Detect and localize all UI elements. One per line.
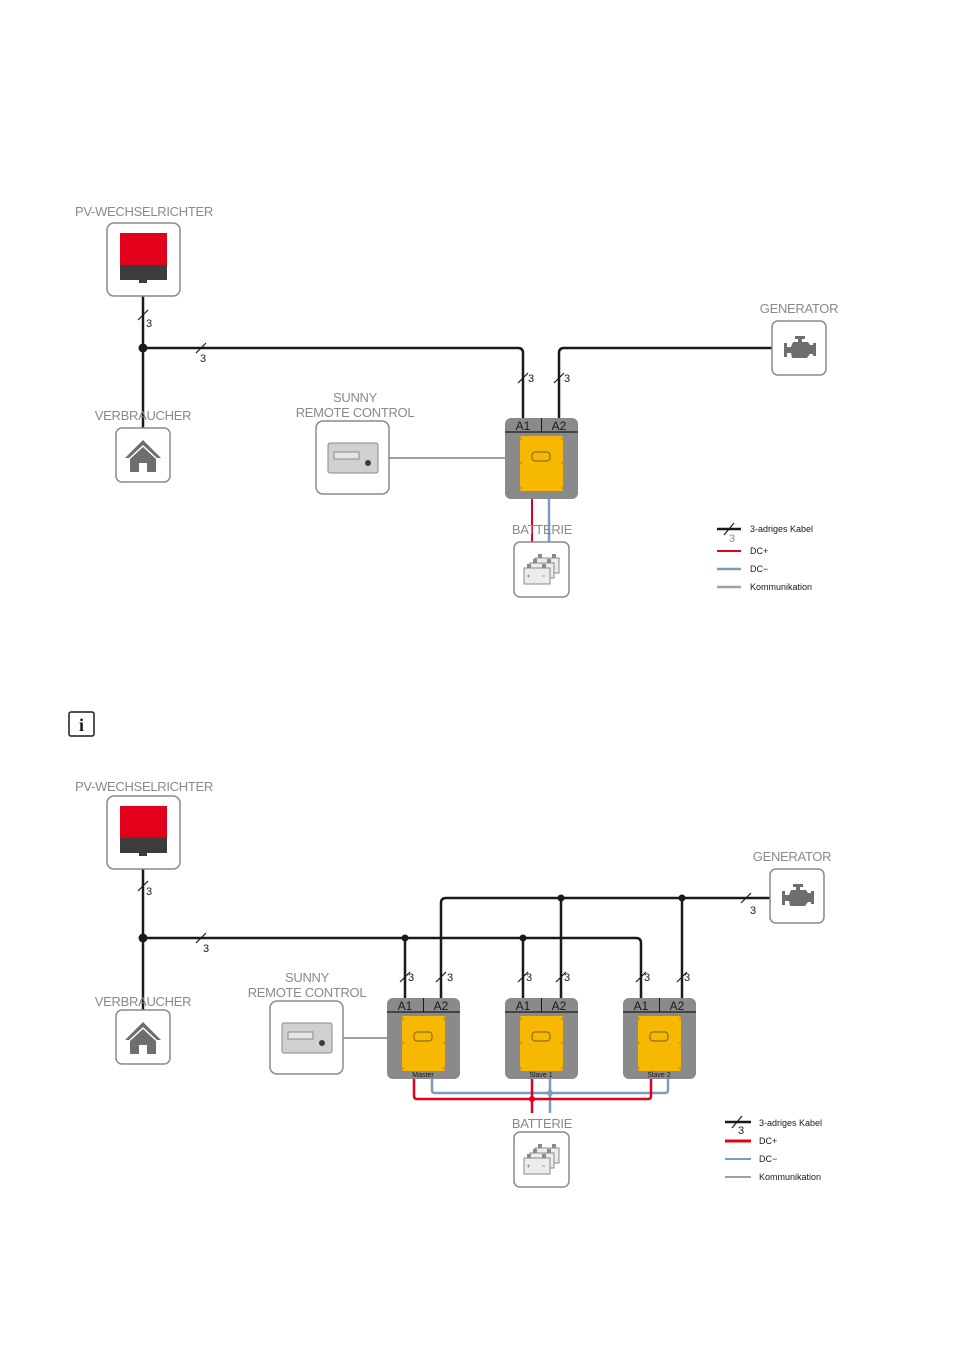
- unit-name: Master: [412, 1072, 434, 1079]
- diagram-single-system: 3 3 3 3 PV-WECHSELRICHTER VERBRAUCHER SU…: [75, 204, 839, 598]
- legend-3-wire: 3-adriges Kabel: [759, 1118, 822, 1128]
- cable-count: 3: [447, 972, 453, 984]
- cable-count: 3: [526, 972, 532, 984]
- port-a2-label: A2: [552, 419, 567, 433]
- port-a2-label: A2: [552, 999, 567, 1013]
- consumer-label: VERBRAUCHER: [95, 994, 191, 1009]
- cable-count: 3: [684, 972, 690, 984]
- legend-dc-plus: DC+: [750, 546, 768, 556]
- legend: 3 3-adriges Kabel DC+ DC− Kommunikation: [725, 1115, 822, 1182]
- unit-name: Slave 1: [529, 1072, 552, 1079]
- remote-control-label: REMOTE CONTROL: [296, 405, 415, 420]
- battery-icon: [513, 541, 570, 598]
- remote-control-icon: [269, 1000, 344, 1075]
- port-a1-label: A1: [516, 419, 531, 433]
- remote-control-label: SUNNY: [333, 390, 378, 405]
- cable-count: 3: [644, 972, 650, 984]
- cable-count: 3: [408, 972, 414, 984]
- battery-icon: [513, 1131, 570, 1188]
- legend-communication: Kommunikation: [750, 582, 812, 592]
- diagram-cluster-system: 3 3 3 3 3 3 3 3 3 PV-WECHSELRICHTER VERB…: [75, 779, 832, 1188]
- junction-nodes: [138, 894, 686, 943]
- cable-count: 3: [564, 972, 570, 984]
- house-icon: [115, 427, 171, 483]
- legend-dc-minus: DC−: [750, 564, 768, 574]
- remote-control-label: SUNNY: [285, 970, 330, 985]
- unit-name: Slave 2: [647, 1072, 670, 1079]
- generator-icon: [771, 320, 827, 376]
- cable-count: 3: [146, 886, 152, 898]
- inverter-slave-2: A1 A2 Slave 2: [622, 997, 697, 1080]
- legend-dc-plus: DC+: [759, 1136, 777, 1146]
- pv-inverter-icon: [106, 222, 181, 297]
- cable-count: 3: [203, 943, 209, 955]
- cable-count: 3: [750, 905, 756, 917]
- legend-dc-minus: DC−: [759, 1154, 777, 1164]
- info-icon: i: [68, 711, 95, 737]
- port-a2-label: A2: [670, 999, 685, 1013]
- legend-communication: Kommunikation: [759, 1172, 821, 1182]
- generator-icon: [769, 868, 825, 924]
- port-a1-label: A1: [398, 999, 413, 1013]
- legend: 3 3-adriges Kabel DC+ DC− Kommunikation: [717, 522, 813, 592]
- generator-label: GENERATOR: [760, 301, 838, 316]
- inverter-master: A1 A2 Master: [386, 997, 461, 1080]
- wire-bus-to-a1: [143, 346, 525, 418]
- legend-3-wire: 3-adriges Kabel: [750, 524, 813, 534]
- wire-a1-bus: [143, 936, 643, 998]
- port-a2-label: A2: [434, 999, 449, 1013]
- wire-a2-generator-bus: [439, 896, 770, 998]
- pv-inverter-icon: [106, 795, 181, 870]
- consumer-label: VERBRAUCHER: [95, 408, 191, 423]
- cable-count: 3: [528, 373, 534, 385]
- pv-inverter-label: PV-WECHSELRICHTER: [75, 204, 213, 219]
- svg-text:i: i: [79, 715, 84, 735]
- inverter-slave-1: A1 A2 Slave 1: [504, 997, 579, 1080]
- junction-node: [138, 343, 148, 353]
- battery-label: BATTERIE: [512, 522, 573, 537]
- port-a1-label: A1: [516, 999, 531, 1013]
- pv-inverter-label: PV-WECHSELRICHTER: [75, 779, 213, 794]
- wire-generator-to-a2: [557, 346, 772, 418]
- cable-count: 3: [564, 373, 570, 385]
- svg-text:3: 3: [729, 533, 735, 545]
- svg-text:3: 3: [738, 1125, 744, 1137]
- remote-control-icon: [315, 420, 390, 495]
- battery-label: BATTERIE: [512, 1116, 573, 1131]
- port-a1-label: A1: [634, 999, 649, 1013]
- house-icon: [115, 1009, 171, 1065]
- remote-control-label: REMOTE CONTROL: [248, 985, 367, 1000]
- cable-count: 3: [200, 353, 206, 365]
- cable-count: 3: [146, 318, 152, 330]
- generator-label: GENERATOR: [753, 849, 831, 864]
